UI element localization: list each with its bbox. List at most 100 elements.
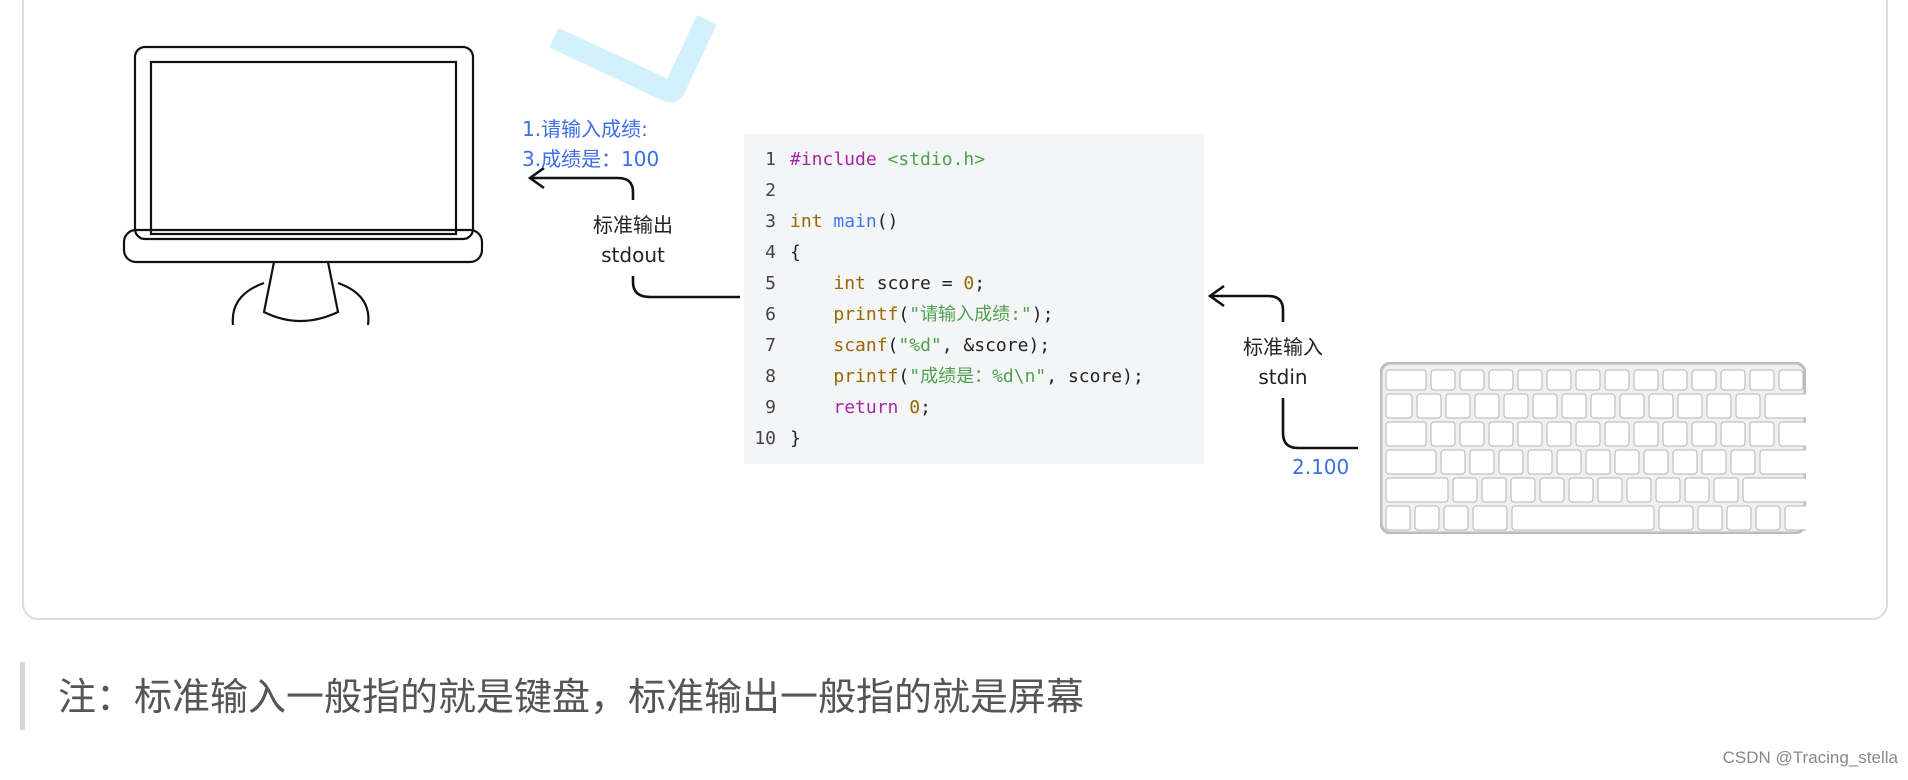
code-token: ( [898, 366, 910, 387]
code-line: 7 scanf("%d", &score); [744, 330, 1050, 361]
keyboard-key [1416, 393, 1442, 419]
keyboard-key [1619, 393, 1645, 419]
code-line: 6 printf("请输入成绩:"); [744, 299, 1053, 330]
keyboard-key [1517, 421, 1543, 447]
code-token [790, 366, 833, 387]
code-token: <stdio.h> [887, 149, 986, 170]
keyboard-key [1561, 393, 1587, 419]
keyboard-key [1677, 393, 1703, 419]
code-token: "成绩是：%d\n" [909, 366, 1047, 387]
keyboard-key [1445, 393, 1471, 419]
note-text: 注：标准输入一般指的就是键盘，标准输出一般指的就是屏幕 [58, 675, 1085, 719]
code-token [790, 304, 833, 325]
keyboard-key [1759, 449, 1806, 475]
line-number: 7 [765, 335, 776, 356]
keyboard-key [1385, 369, 1427, 391]
keyboard-key [1691, 421, 1717, 447]
keyboard-key [1546, 421, 1572, 447]
keyboard-key [1385, 505, 1411, 531]
keyboard-key [1713, 477, 1739, 503]
keyboard-key [1469, 449, 1495, 475]
code-token [790, 397, 833, 418]
code-token [790, 335, 833, 356]
code-token: int [833, 273, 866, 294]
stdin-label-cn: 标准输入 [1243, 335, 1323, 359]
code-token: "%d" [898, 335, 942, 356]
code-line: 9 return 0; [744, 392, 931, 423]
keyboard-key [1672, 449, 1698, 475]
keyboard-key [1706, 393, 1732, 419]
line-number: 1 [765, 149, 776, 170]
line-number: 8 [765, 366, 776, 387]
keyboard-key [1532, 393, 1558, 419]
code-token: scanf [833, 335, 888, 356]
keyboard-key [1546, 369, 1572, 391]
keyboard-key [1459, 421, 1485, 447]
line-number: 5 [765, 273, 776, 294]
code-token [877, 149, 888, 170]
keyboard-key [1385, 393, 1413, 419]
keyboard-key [1648, 393, 1674, 419]
code-token: 0 [909, 397, 921, 418]
stdin-label: 标准输入 stdin [1228, 332, 1338, 392]
code-token: "请输入成绩:" [909, 304, 1032, 325]
code-token: int [790, 211, 823, 232]
keyboard-key [1517, 369, 1543, 391]
keyboard-key [1575, 369, 1601, 391]
keyboard-key [1498, 449, 1524, 475]
stdout-arrow [527, 166, 740, 299]
code-line: 10} [744, 423, 801, 454]
keyboard-key [1633, 421, 1659, 447]
stdout-label: 标准输出 stdout [578, 210, 688, 270]
stdout-label-cn: 标准输出 [593, 213, 673, 237]
keyboard-key [1443, 505, 1469, 531]
keyboard-key [1633, 369, 1659, 391]
keyboard-key [1749, 369, 1775, 391]
note-quote-bar [20, 662, 25, 730]
code-token: score = [865, 273, 964, 294]
keyboard-icon [1380, 362, 1806, 534]
keyboard-key [1597, 477, 1623, 503]
keyboard-key [1643, 449, 1669, 475]
keyboard-key [1749, 421, 1775, 447]
keyboard-key [1472, 505, 1508, 531]
code-token [898, 397, 909, 418]
line-number: 9 [765, 397, 776, 418]
code-line: 2 [744, 175, 790, 206]
code-token: printf [833, 366, 899, 387]
code-token: 0 [963, 273, 975, 294]
keyboard-key [1691, 369, 1717, 391]
line-number: 6 [765, 304, 776, 325]
keyboard-key [1575, 421, 1601, 447]
keyboard-key [1755, 505, 1781, 531]
line-number: 4 [765, 242, 776, 263]
keyboard-key [1385, 449, 1437, 475]
keyboard-key [1430, 421, 1456, 447]
output-line-1: 1.请输入成绩: [522, 117, 648, 141]
keyboard-key [1503, 393, 1529, 419]
code-line: 5 int score = 0; [744, 268, 985, 299]
credit-text: CSDN @Tracing_stella [1722, 748, 1898, 767]
keyboard-key [1414, 505, 1440, 531]
keyboard-key [1655, 477, 1681, 503]
keyboard-key [1684, 477, 1710, 503]
code-token [790, 273, 833, 294]
code-token: ( [898, 304, 910, 325]
keyboard-key [1662, 421, 1688, 447]
stdin-arrow [1207, 284, 1358, 450]
keyboard-key [1735, 393, 1761, 419]
keyboard-key [1488, 369, 1514, 391]
code-token: ); [1031, 304, 1054, 325]
code-token: ; [974, 273, 986, 294]
keyboard-key [1604, 369, 1630, 391]
code-token: { [790, 242, 801, 263]
keyboard-key [1440, 449, 1466, 475]
keyboard-key [1568, 477, 1594, 503]
code-token: () [876, 211, 899, 232]
keyboard-key [1459, 369, 1485, 391]
keyboard-key [1510, 477, 1536, 503]
code-line: 8 printf("成绩是：%d\n", score); [744, 361, 1144, 392]
keyboard-key [1658, 505, 1694, 531]
